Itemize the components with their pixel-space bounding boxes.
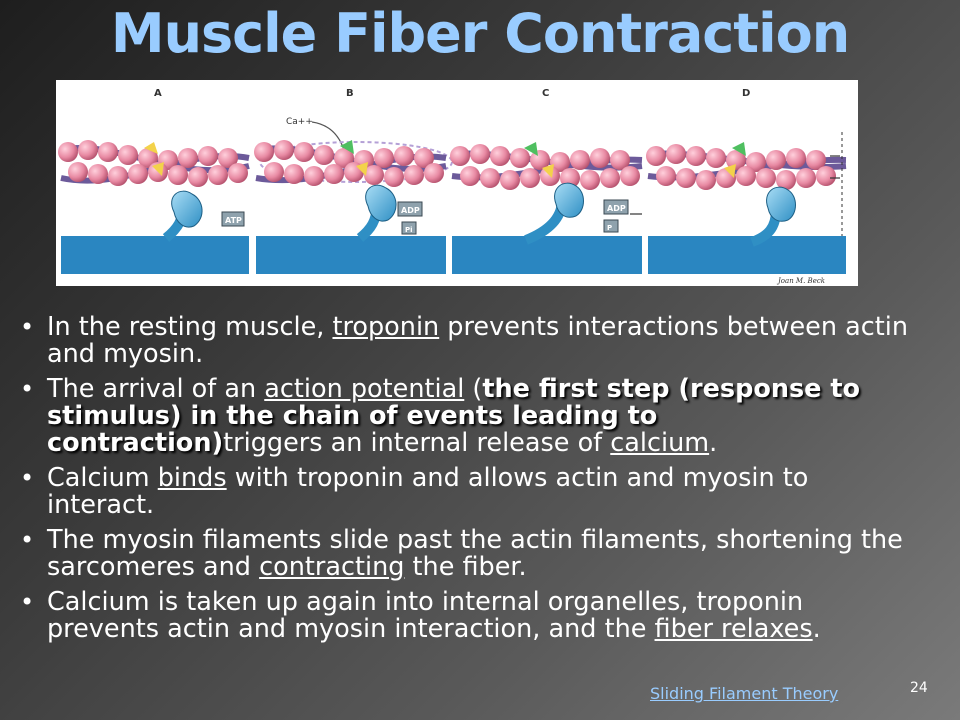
bullet-item: The arrival of an action potential (the … — [20, 376, 920, 457]
action-potential-term: action potential — [264, 374, 465, 404]
bullet-text: Calcium — [47, 463, 158, 493]
panel-d: D Joan M. Beck — [646, 88, 847, 285]
troponin-term: troponin — [332, 312, 440, 342]
panel-label-a: A — [154, 88, 162, 99]
bullet-text: In the resting muscle, — [47, 312, 333, 342]
calcium-term: calcium — [610, 428, 710, 458]
bullet-text: with troponin and allows actin and myosi… — [47, 463, 809, 520]
bullet-text: ( — [464, 374, 483, 404]
bullet-text: the fiber. — [404, 552, 527, 582]
emphasized-note: the first step (response to stimulus) in… — [47, 374, 861, 458]
bullet-item: Calcium is taken up again into internal … — [20, 589, 920, 643]
adp-label-b: ADP — [401, 206, 420, 215]
calcium-label: Ca++ — [286, 117, 313, 127]
bullet-text: The arrival of an — [47, 374, 265, 404]
pi-label-b: Pi — [405, 226, 413, 234]
bullet-list: In the resting muscle, troponin prevents… — [20, 314, 920, 651]
panel-a: A ATP — [58, 88, 250, 274]
bullet-item: In the resting muscle, troponin prevents… — [20, 314, 920, 368]
atp-label: ATP — [225, 216, 242, 225]
fiber-relaxes-term: fiber relaxes — [654, 614, 813, 644]
bullet-text: The myosin filaments slide past the acti… — [47, 525, 903, 582]
sliding-filament-theory-link[interactable]: Sliding Filament Theory — [650, 684, 839, 703]
page-number: 24 — [910, 680, 928, 696]
bullet-item: Calcium binds with troponin and allows a… — [20, 465, 920, 519]
bullet-text: . — [709, 428, 718, 458]
panel-label-d: D — [742, 88, 750, 99]
bullet-item: The myosin filaments slide past the acti… — [20, 527, 920, 581]
binds-term: binds — [157, 463, 227, 493]
slide-title: Muscle Fiber Contraction — [110, 2, 850, 65]
adp-label-c: ADP — [607, 204, 626, 213]
panel-c: C ADP P — [450, 88, 643, 274]
panel-b: B Ca++ ADP — [254, 88, 453, 274]
contracting-term: contracting — [259, 552, 405, 582]
bullet-text: . — [812, 614, 821, 644]
pi-label-c: P — [607, 224, 612, 232]
bullet-text: prevents interactions between actin and … — [47, 312, 909, 369]
panel-label-c: C — [542, 88, 549, 99]
contraction-diagram: A ATP B — [56, 80, 858, 286]
bullet-text: Calcium is taken up again into internal … — [47, 587, 804, 644]
illustrator-signature: Joan M. Beck — [776, 277, 825, 285]
bullet-text: triggers an internal release of — [223, 428, 611, 458]
panel-label-b: B — [346, 88, 354, 99]
